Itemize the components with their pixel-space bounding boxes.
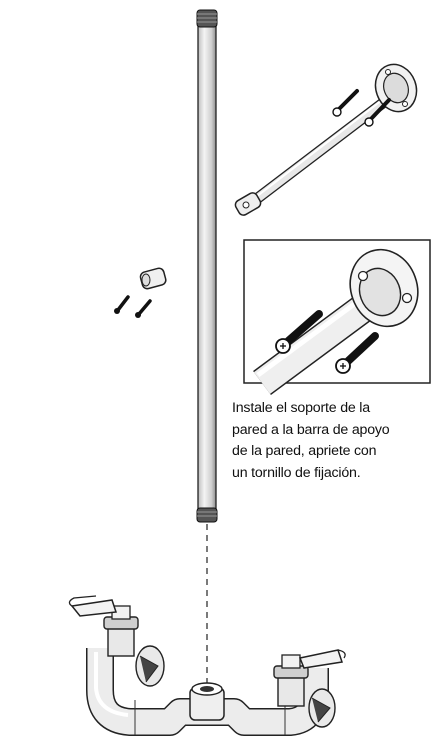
- screw-icon: [135, 299, 152, 318]
- screw-icon: [364, 98, 391, 127]
- screw-icon: [114, 295, 130, 314]
- caption-line: Instale el soporte de la: [232, 400, 370, 416]
- screw-icon: [275, 310, 323, 354]
- screw-icon: [332, 89, 359, 117]
- left-valve: [68, 595, 165, 687]
- faucet-assembly: [68, 595, 346, 736]
- vertical-rod: [196, 9, 218, 523]
- right-valve: [273, 649, 346, 728]
- wall-support-arm: [234, 63, 418, 216]
- caption-line: un tornillo de fijación.: [232, 464, 361, 481]
- detail-inset: [243, 239, 431, 396]
- caption-line: de la pared, apriete con: [232, 443, 377, 459]
- instruction-caption: Instale el soporte de la pared a la barr…: [232, 398, 432, 484]
- caption-line: pared a la barra de apoyo: [232, 421, 390, 438]
- screw-icon: [335, 332, 379, 374]
- loose-clamp: [139, 267, 167, 290]
